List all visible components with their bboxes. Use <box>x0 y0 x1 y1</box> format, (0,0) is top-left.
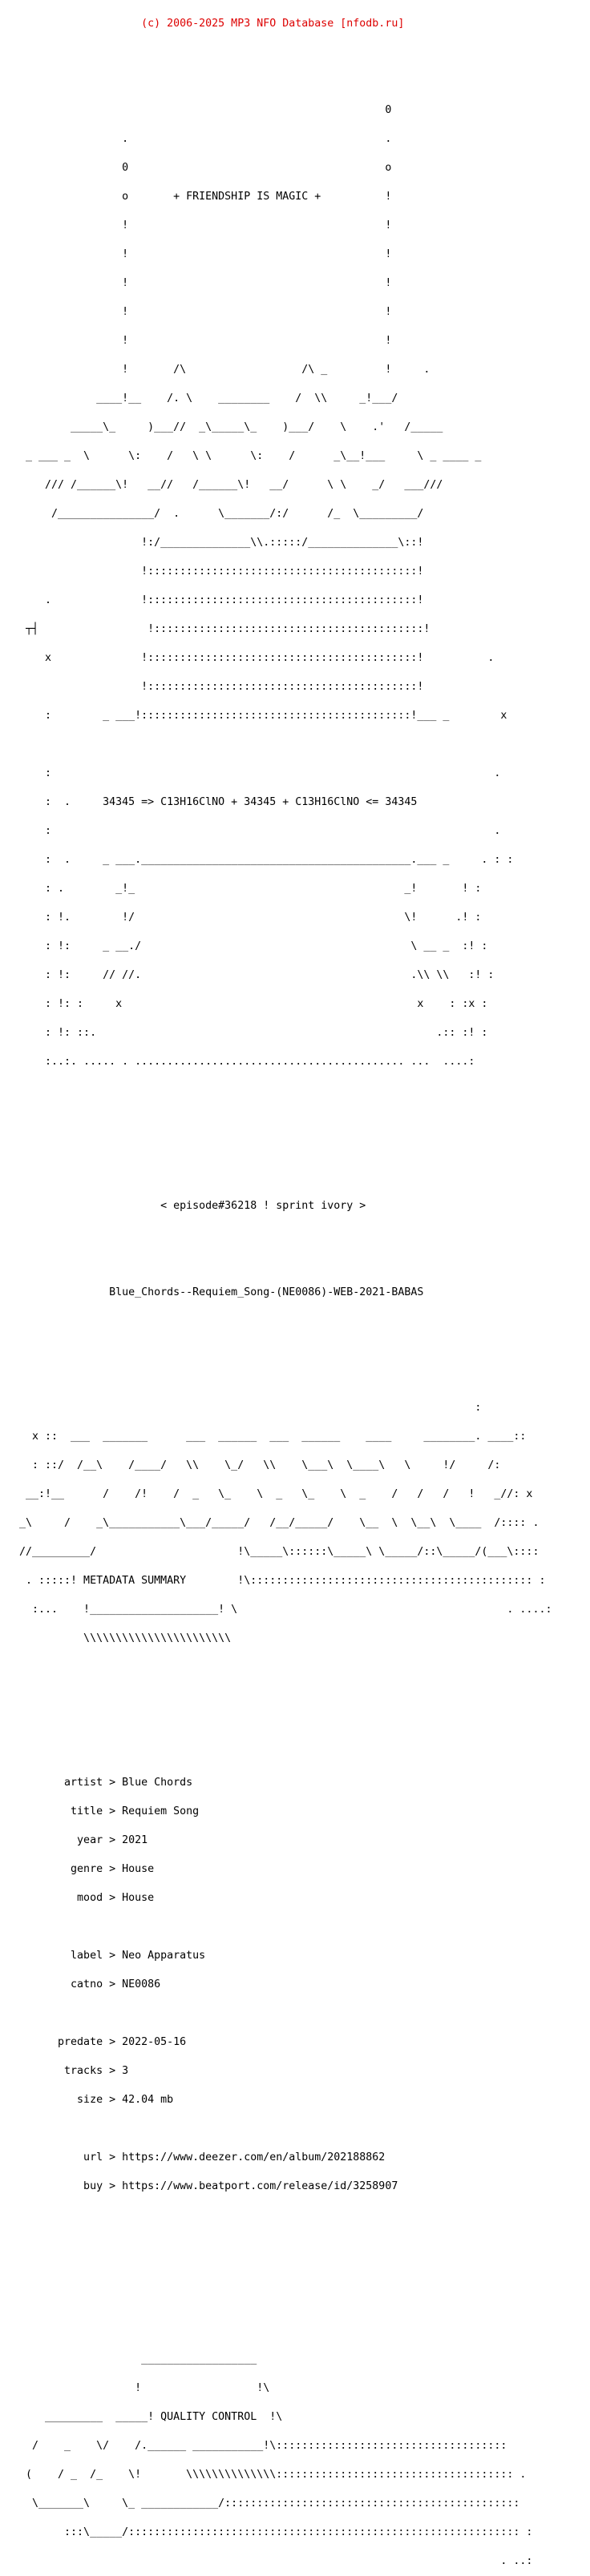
quality-control-banner: __________________ ! !\ _________ _____!… <box>13 2336 571 2576</box>
metadata-tracks: tracks > 3 <box>13 2065 129 2077</box>
banner-line: \\\\\\\\\\\\\\\\\\\\\\\ <box>13 1632 232 1644</box>
metadata-label: label > Neo Apparatus <box>13 1950 206 1962</box>
logo-art-line <box>13 740 571 750</box>
logo-art-line: : !: ::. .:: :! : <box>13 1027 488 1039</box>
banner-line: : ::/ /__\ /____/ \\ \_/ \\ \___\ \____\… <box>13 1459 501 1471</box>
banner-line: \_______\ \_ ____________/::::::::::::::… <box>13 2498 520 2510</box>
spacer <box>13 2268 571 2278</box>
metadata-year: year > 2021 <box>13 1834 148 1846</box>
logo-art-line: 0 o <box>13 162 392 174</box>
logo-art-line: ! ! <box>13 277 392 289</box>
logo-ascii-art: 0 . . 0 o o + FRIENDSHIP IS MAGIC + ! <box>13 87 571 1086</box>
spacer <box>13 2124 571 2134</box>
logo-art-line: : !: // //. .\\ \\ :! : <box>13 969 495 981</box>
spacer <box>13 1259 571 1269</box>
metadata-catno: catno > NE0086 <box>13 1978 161 1990</box>
metadata-url-link[interactable]: url > https://www.deezer.com/en/album/20… <box>13 2151 386 2163</box>
banner-line: __________________ <box>13 2353 257 2365</box>
spacer <box>13 1692 571 1701</box>
banner-line: _\ / _\___________\___/_____/ /__/_____/… <box>13 1517 539 1529</box>
nfo-document: (c) 2006-2025 MP3 NFO Database [nfodb.ru… <box>13 0 571 2576</box>
logo-art-line: : . <box>13 825 501 837</box>
banner-line: . ..: <box>13 2555 533 2567</box>
metadata-size: size > 42.04 mb <box>13 2094 174 2106</box>
logo-art-line: : . _!_ _! ! : <box>13 883 482 895</box>
logo-art-line: . !:::::::::::::::::::::::::::::::::::::… <box>13 594 424 606</box>
metadata-predate: predate > 2022-05-16 <box>13 2036 187 2048</box>
logo-art-line: /_______________/ . \_______/:/ /_ \____… <box>13 508 424 520</box>
banner-line: :::\_____/::::::::::::::::::::::::::::::… <box>13 2526 533 2538</box>
banner-line: ! !\ <box>13 2382 270 2394</box>
spacer <box>13 1721 571 1730</box>
metadata-buy-link[interactable]: buy > https://www.beatport.com/release/i… <box>13 2180 398 2192</box>
banner-line: __:!__ / /! / _ \_ \ _ \_ \ _ / / / ! _/… <box>13 1488 533 1500</box>
logo-art-line: . . <box>13 133 392 145</box>
spacer <box>13 1173 571 1182</box>
metadata-summary-banner: : x :: ___ _______ ___ ______ ___ ______… <box>13 1384 571 1663</box>
spacer <box>13 2009 571 2019</box>
logo-art-line: _____\_ )___// _\_____\_ )___/ \ .' /___… <box>13 421 443 433</box>
logo-art-line: _ ___ _ \ \: / \ \ \: / _\__!___ \ _ ___… <box>13 450 482 462</box>
spacer <box>13 1922 571 1932</box>
copyright-header: (c) 2006-2025 MP3 NFO Database [nfodb.ru… <box>13 18 405 30</box>
banner-line: x :: ___ _______ ___ ______ ___ ______ _… <box>13 1431 527 1443</box>
spacer <box>13 48 571 58</box>
logo-art-line: : !: : x x : :x : <box>13 998 488 1010</box>
logo-art-line: : _ ___!::::::::::::::::::::::::::::::::… <box>13 710 507 722</box>
spacer <box>13 2240 571 2249</box>
logo-art-line: : . <box>13 767 501 779</box>
metadata-title: title > Requiem Song <box>13 1805 200 1817</box>
release-name: Blue_Chords--Requiem_Song-(NE0086)-WEB-2… <box>13 1286 424 1298</box>
logo-art-line: ____!__ /. \ ________ / \\ _!___/ <box>13 392 398 405</box>
logo-art-line: 0 <box>13 104 392 116</box>
logo-art-line: : !: _ __./ \ __ _ :! : <box>13 940 488 952</box>
logo-art-line: ! ! <box>13 306 392 318</box>
spacer <box>13 1346 571 1355</box>
logo-art-line: !:/______________\\.:::::/______________… <box>13 537 424 549</box>
logo-art-line: : !. !/ \! .! : <box>13 912 482 924</box>
metadata-list: artist > Blue Chords title > Requiem Son… <box>13 1759 571 2211</box>
logo-art-line: :..:. ..... . ..........................… <box>13 1056 475 1068</box>
logo-art-line: !:::::::::::::::::::::::::::::::::::::::… <box>13 681 424 693</box>
logo-art-line: ! ! <box>13 219 392 231</box>
formula-line: : . 34345 => C13H16ClNO + 34345 + C13H16… <box>13 796 418 808</box>
logo-art-line: ! /\ /\ _ ! . <box>13 364 430 376</box>
logo-art-line: ! ! <box>13 248 392 260</box>
episode-line: < episode#36218 ! sprint ivory > <box>13 1200 366 1212</box>
banner-line: //_________/ !\_____\::::::\_____\ \____… <box>13 1546 539 1558</box>
spacer <box>13 1317 571 1326</box>
spacer <box>13 1144 571 1153</box>
logo-art-line: : . _ ___.______________________________… <box>13 854 514 866</box>
logo-art-line: ! ! <box>13 335 392 347</box>
spacer <box>13 1230 571 1240</box>
metadata-genre: genre > House <box>13 1863 155 1875</box>
metadata-mood: mood > House <box>13 1892 155 1904</box>
spacer <box>13 2297 571 2307</box>
quality-control-title: _________ _____! QUALITY CONTROL !\ <box>13 2411 283 2423</box>
logo-art-line: ┬┤ !::::::::::::::::::::::::::::::::::::… <box>13 623 430 635</box>
banner-line: : <box>13 1402 482 1414</box>
metadata-summary-title: . :::::! METADATA SUMMARY !\::::::::::::… <box>13 1575 546 1587</box>
logo-art-line: /// /______\! __// /______\! __/ \ \ _/ … <box>13 479 443 491</box>
banner-line: ( / _ /_ \! \\\\\\\\\\\\\\::::::::::::::… <box>13 2469 527 2481</box>
spacer <box>13 1115 571 1125</box>
banner-line: :... !____________________! \ . ....: <box>13 1604 552 1616</box>
logo-art-line: !:::::::::::::::::::::::::::::::::::::::… <box>13 566 424 578</box>
banner-line: / _ \/ /.______ ___________!\:::::::::::… <box>13 2440 507 2452</box>
logo-art-line: x !:::::::::::::::::::::::::::::::::::::… <box>13 652 495 664</box>
slogan-line: o + FRIENDSHIP IS MAGIC + ! <box>13 191 392 203</box>
metadata-artist: artist > Blue Chords <box>13 1777 193 1789</box>
